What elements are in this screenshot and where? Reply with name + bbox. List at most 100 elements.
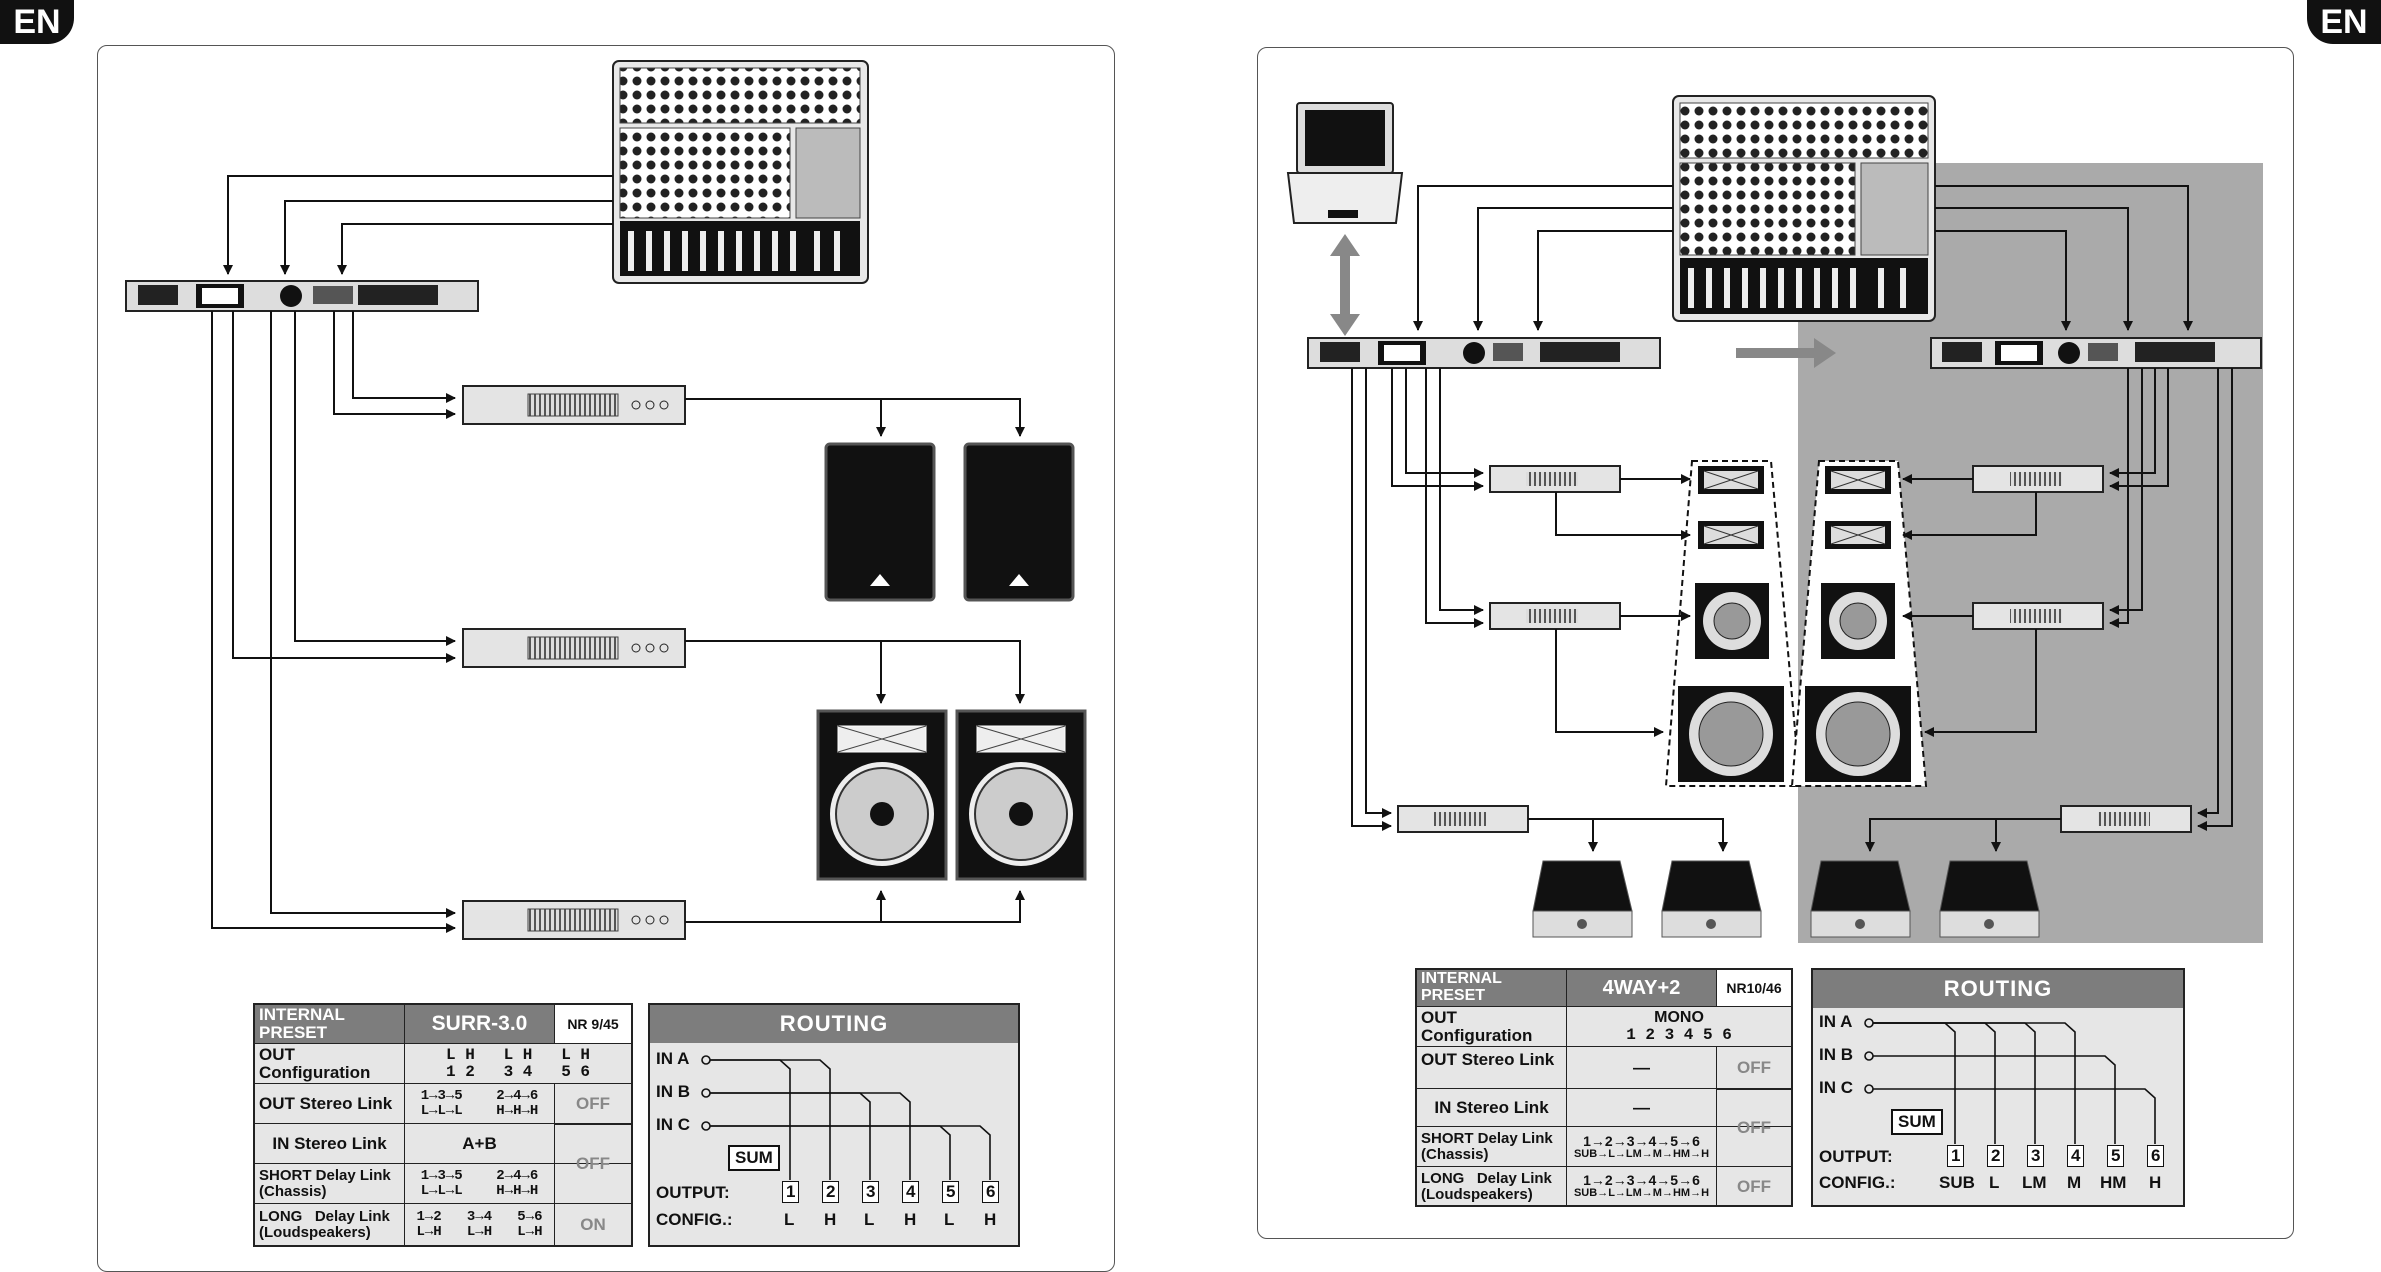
output-number: 5 [942, 1181, 960, 1203]
output-number: 2 [822, 1181, 840, 1203]
config-value: SUB [1939, 1173, 1975, 1192]
speaker-stack-left [1678, 466, 1784, 782]
config-label: CONFIG.: [1819, 1173, 1896, 1192]
language-badge-left: EN [0, 0, 74, 44]
output-number: 5 [2107, 1145, 2125, 1167]
short-delay-state: OFF [1717, 1089, 1791, 1166]
tweeter-cabinet-left [824, 442, 936, 602]
dcx-processor-main [1307, 337, 1661, 369]
fullrange-speaker-left [816, 709, 948, 881]
in-stereo-value: — [1567, 1089, 1717, 1127]
mixer-console [1672, 95, 1936, 322]
sum-badge: SUM [728, 1145, 780, 1171]
in-a-label: IN A [656, 1049, 690, 1068]
out-stereo-value: 1→3→5 2→4→6 L→L→L H→H→H [405, 1084, 555, 1124]
out-config-label: OUT Configuration [1417, 1007, 1567, 1047]
laptop [1286, 102, 1404, 224]
power-amp-3 [462, 900, 686, 940]
mixer-console [612, 60, 869, 284]
out-stereo-value: — [1567, 1047, 1717, 1089]
output-number: 6 [2147, 1145, 2165, 1167]
power-amp-left-2 [1489, 602, 1621, 630]
power-amp-right-1 [1972, 465, 2104, 493]
config-value: L [864, 1210, 875, 1229]
output-label: OUTPUT: [1819, 1147, 1893, 1166]
config-label: CONFIG.: [656, 1210, 733, 1229]
power-amp-2 [462, 628, 686, 668]
short-delay-value: 1→3→5 2→4→6 L→L→L H→H→H [405, 1164, 555, 1204]
out-stereo-state: OFF [576, 1094, 610, 1114]
subwoofer-3 [1810, 860, 1911, 938]
in-stereo-label: IN Stereo Link [255, 1124, 405, 1164]
out-config-value: L H L H L H 1 2 3 4 5 6 [445, 1046, 591, 1081]
long-delay-state: ON [580, 1215, 606, 1235]
config-value: H [984, 1210, 997, 1229]
sum-badge: SUM [1891, 1109, 1943, 1135]
power-amp-1 [462, 385, 686, 425]
short-delay-value: 1→2→3→4→5→6 SUB→L→LM→M→HM→H [1567, 1127, 1717, 1167]
routing-lines [1864, 1018, 2156, 1144]
config-value: HM [2100, 1173, 2127, 1192]
preset-name: SURR-3.0 [405, 1005, 555, 1043]
right-setup-panel: INTERNAL PRESET 4WAY+2 NR10/46 OUT Confi… [1257, 47, 2294, 1239]
routing-title: ROUTING [650, 1005, 1018, 1043]
routing-box-right: ROUTING IN A IN B IN C SUM OUTPUT: CONFI… [1811, 968, 2185, 1207]
subwoofer-4 [1939, 860, 2040, 938]
preset-table-right: INTERNAL PRESET 4WAY+2 NR10/46 OUT Confi… [1415, 968, 1793, 1207]
routing-title: ROUTING [1813, 970, 2183, 1008]
tweeter-cabinet-right [963, 442, 1075, 602]
power-amp-left-1 [1489, 465, 1621, 493]
long-delay-value: 1→2 3→4 5→6 L→H L→H L→H [405, 1204, 555, 1246]
output-number: 3 [862, 1181, 880, 1203]
preset-number: NR10/46 [1717, 970, 1791, 1006]
in-c-label: IN C [1819, 1078, 1853, 1097]
speaker-stack-right [1805, 466, 1911, 782]
in-c-label: IN C [656, 1115, 690, 1134]
left-setup-panel: INTERNAL PRESET SURR-3.0 NR 9/45 OUT Con… [97, 45, 1115, 1272]
config-value: H [824, 1210, 837, 1229]
preset-label: INTERNAL PRESET [255, 1005, 405, 1043]
usb-link-arrow [1330, 234, 1360, 336]
language-badge-right: EN [2307, 0, 2381, 44]
power-amp-left-sub [1397, 805, 1529, 833]
output-number: 6 [982, 1181, 1000, 1203]
config-value: H [904, 1210, 917, 1229]
config-value: M [2067, 1173, 2082, 1192]
in-b-label: IN B [1819, 1045, 1853, 1064]
in-a-label: IN A [1819, 1012, 1853, 1031]
config-value: H [2149, 1173, 2162, 1192]
long-delay-state: OFF [1737, 1176, 1771, 1196]
config-value: L [784, 1210, 795, 1229]
preset-table-left: INTERNAL PRESET SURR-3.0 NR 9/45 OUT Con… [253, 1003, 633, 1247]
output-number: 1 [1947, 1145, 1965, 1167]
subwoofer-2 [1661, 860, 1762, 938]
fullrange-speaker-right [955, 709, 1087, 881]
short-delay-label: SHORT Delay Link (Chassis) [255, 1164, 405, 1204]
power-amp-right-2 [1972, 602, 2104, 630]
left-wiring-diagram [125, 60, 1087, 940]
out-stereo-state: OFF [1737, 1058, 1771, 1078]
preset-label: INTERNAL PRESET [1417, 970, 1567, 1006]
subwoofer-1 [1532, 860, 1633, 938]
dcx-processor [125, 280, 479, 312]
preset-number: NR 9/45 [555, 1005, 631, 1043]
preset-name: 4WAY+2 [1567, 970, 1717, 1006]
copy-arrow [1736, 338, 1836, 368]
config-value: LM [2022, 1173, 2047, 1192]
output-number: 4 [902, 1181, 920, 1203]
out-stereo-label: OUT Stereo Link [1417, 1047, 1567, 1089]
right-wiring-diagram [1286, 95, 2263, 943]
long-delay-label: LONG Delay Link (Loudspeakers) [1417, 1167, 1567, 1206]
out-stereo-label: OUT Stereo Link [255, 1084, 405, 1124]
output-number: 4 [2067, 1145, 2085, 1167]
dcx-processor-linked [1930, 337, 2262, 369]
output-label: OUTPUT: [656, 1183, 730, 1202]
output-number: 1 [782, 1181, 800, 1203]
routing-lines [701, 1055, 991, 1180]
config-value: L [944, 1210, 955, 1229]
short-delay-state: OFF [555, 1124, 631, 1203]
in-stereo-label: IN Stereo Link [1417, 1089, 1567, 1127]
in-b-label: IN B [656, 1082, 690, 1101]
config-value: L [1989, 1173, 2000, 1192]
long-delay-label: LONG Delay Link (Loudspeakers) [255, 1204, 405, 1246]
